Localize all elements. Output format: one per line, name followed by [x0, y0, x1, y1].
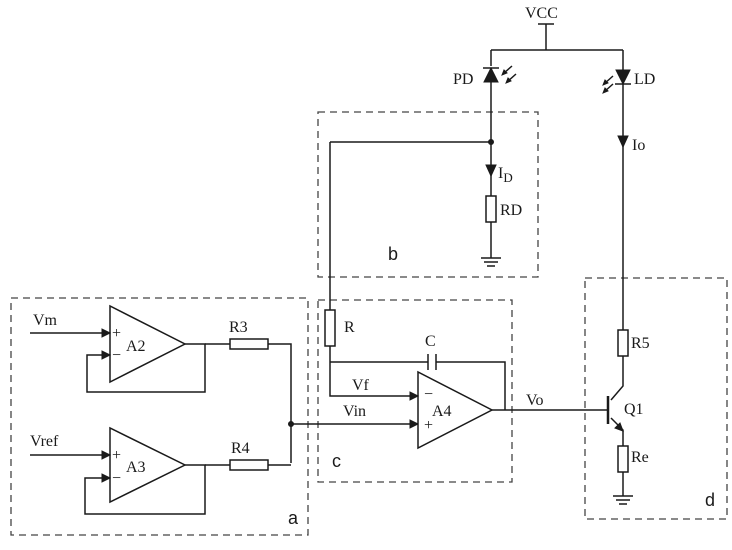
vo-label: Vo	[526, 392, 544, 409]
r-label: R	[344, 319, 355, 336]
region-c-label: c	[332, 451, 341, 471]
c-label: C	[425, 333, 436, 350]
resistor-r4	[229, 459, 269, 471]
wire-a3-feedback	[84, 464, 206, 515]
re-label: Re	[631, 449, 649, 466]
id-label: ID	[498, 165, 513, 185]
wire-vf	[329, 346, 418, 397]
wire-r5-collector	[610, 356, 624, 401]
a4-plus-label: +	[424, 417, 433, 434]
ld-light-head-1	[602, 79, 609, 86]
arrow-vin	[409, 419, 420, 429]
ground-d	[613, 495, 633, 505]
region-a-box	[10, 297, 309, 536]
r4-label: R4	[231, 440, 250, 457]
region-b-label: b	[388, 244, 398, 264]
opamp-a3	[109, 426, 187, 504]
wire-r3-node	[268, 343, 292, 463]
pd-light-head-2	[505, 77, 512, 84]
io-label: Io	[632, 137, 645, 154]
ld-label: LD	[634, 71, 655, 88]
arrow-a3-minus	[101, 473, 112, 483]
arrow-vref	[101, 450, 112, 460]
rd-label: RD	[500, 202, 522, 219]
opamp-a4	[417, 370, 494, 450]
arrow-vm	[101, 328, 112, 338]
r3-label: R3	[229, 319, 248, 336]
opamp-a2	[109, 304, 187, 384]
vin-label: Vin	[343, 403, 366, 420]
region-c-box	[317, 299, 513, 483]
pd-light-head-1	[501, 69, 508, 76]
resistor-re	[617, 445, 629, 473]
arrow-emitter	[614, 422, 624, 432]
vf-label: Vf	[352, 377, 370, 394]
vcc-label: VCC	[525, 5, 558, 22]
r5-label: R5	[631, 335, 650, 352]
arrow-vf	[409, 391, 420, 401]
resistor-r	[324, 309, 336, 347]
id-label-sub: D	[503, 170, 512, 185]
a3-label: A3	[126, 459, 146, 476]
resistor-r3	[229, 338, 269, 350]
region-a-label: a	[288, 508, 299, 528]
laser-diode-ld	[615, 69, 631, 86]
region-b-box	[317, 111, 539, 278]
a3-plus-label: +	[112, 447, 121, 464]
pd-label: PD	[453, 71, 473, 88]
arrow-a2-minus	[101, 350, 112, 360]
arrow-io	[617, 135, 629, 149]
vm-label: Vm	[33, 312, 58, 329]
id-label-main: I	[498, 165, 503, 182]
capacitor-c	[427, 354, 437, 370]
ground-b	[481, 257, 501, 267]
a3-minus-label: −	[112, 470, 121, 487]
photodiode-pd	[483, 66, 499, 83]
ld-light-head-2	[602, 87, 609, 94]
wire-a2-feedback	[86, 343, 206, 393]
q1-label: Q1	[624, 401, 644, 418]
arrow-id	[485, 164, 497, 178]
a2-label: A2	[126, 338, 146, 355]
resistor-r5	[617, 329, 629, 357]
resistor-rd	[485, 195, 497, 223]
a4-minus-label: −	[424, 386, 433, 403]
a4-label: A4	[432, 403, 452, 420]
wire-emitter	[610, 417, 624, 446]
a2-plus-label: +	[112, 325, 121, 342]
wire-cap-right	[436, 361, 506, 410]
vref-label: Vref	[30, 433, 59, 450]
region-d-box	[584, 277, 728, 520]
a2-minus-label: −	[112, 347, 121, 364]
region-d-label: d	[705, 490, 715, 510]
